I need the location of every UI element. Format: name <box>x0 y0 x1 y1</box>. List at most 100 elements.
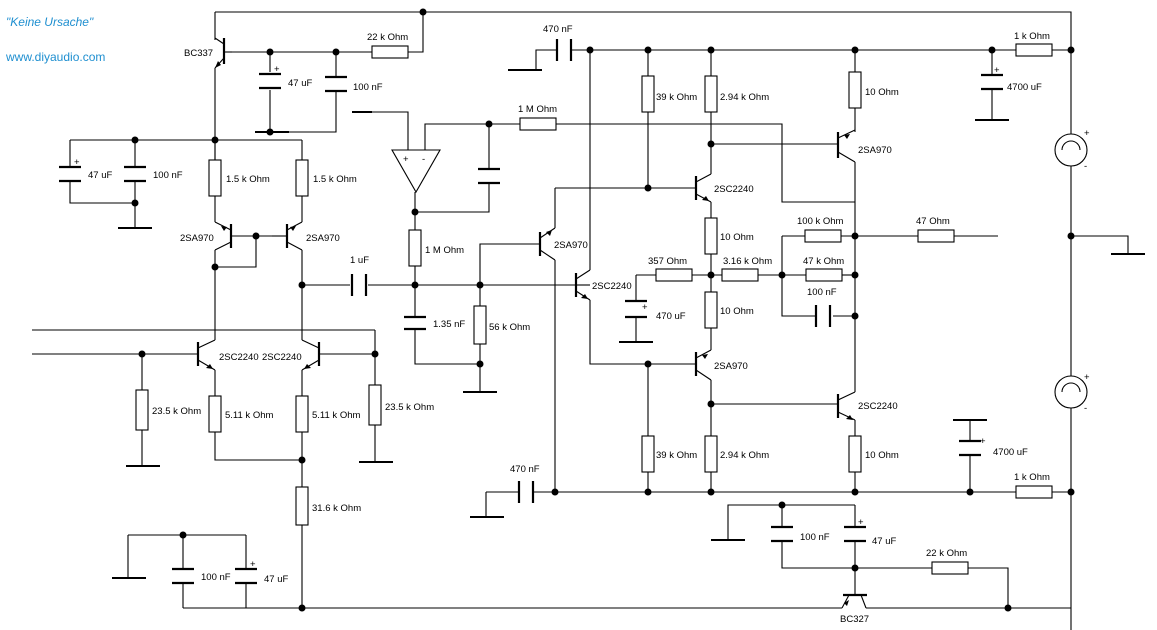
resistor-22k-top <box>371 45 409 59</box>
label-c-470nf-top: 470 nF <box>543 24 573 35</box>
resistor-5k11-b <box>295 395 309 433</box>
label-r-2k94-top: 2.94 k Ohm <box>720 92 769 103</box>
svg-text:+: + <box>980 436 986 447</box>
label-2sc2240-out: 2SC2240 <box>858 401 898 412</box>
label-2sc2240-a: 2SC2240 <box>219 352 259 363</box>
cap-4700-bot <box>959 439 981 457</box>
transistor-2sc2240-b <box>301 339 321 371</box>
label-c-100nf-fb: 100 nF <box>807 287 837 298</box>
label-r-1k-top: 1 k Ohm <box>1014 31 1050 42</box>
label-2sc2240-c: 2SC2240 <box>592 281 632 292</box>
resistor-39k-bot <box>641 435 655 473</box>
label-2sa970-d: 2SA970 <box>714 361 748 372</box>
resistor-10-b <box>704 291 718 329</box>
transistor-2sc2240-out <box>836 391 856 421</box>
cap-47uf-left <box>59 165 81 183</box>
cap-4700-top <box>981 73 1003 91</box>
transistor-2sa970-b <box>272 221 303 251</box>
label-c-470nf-bot: 470 nF <box>510 464 540 475</box>
resistor-1m-v <box>408 229 422 267</box>
resistor-3k16 <box>721 268 759 282</box>
cap-47uf-top <box>259 72 281 90</box>
label-r-1k-bot: 1 k Ohm <box>1014 472 1050 483</box>
cap-1n35 <box>404 315 426 331</box>
label-r-10-b: 10 Ohm <box>720 306 754 317</box>
svg-text:-: - <box>1084 161 1087 172</box>
label-r-47k: 47 k Ohm <box>803 256 844 267</box>
opamp: + - <box>391 149 441 194</box>
cap-100nf-bl <box>172 567 194 585</box>
label-r-39k-top: 39 k Ohm <box>656 92 697 103</box>
output-symbols: + - + - <box>1054 128 1090 414</box>
cap-470nf-bot <box>517 481 535 503</box>
resistor-2k94-bot <box>704 435 718 473</box>
label-r-100k: 100 k Ohm <box>797 216 844 227</box>
resistor-56k <box>473 305 487 345</box>
cap-100nf-top <box>325 75 347 93</box>
label-r-47: 47 Ohm <box>916 216 950 227</box>
cap-470nf-top <box>555 39 573 61</box>
label-c-100nf-br: 100 nF <box>800 532 830 543</box>
label-r-10-a: 10 Ohm <box>720 232 754 243</box>
transistor-2sc2240-c <box>574 269 591 301</box>
label-r-39k-bot: 39 k Ohm <box>656 450 697 461</box>
svg-text:+: + <box>642 302 648 313</box>
label-c-4700-top: 4700 uF <box>1007 82 1042 93</box>
resistor-39k-top <box>641 75 655 113</box>
junction-dots <box>131 8 1075 612</box>
label-r-22k-top: 22 k Ohm <box>367 32 408 43</box>
label-bc327: BC327 <box>840 614 869 625</box>
label-r-2k94-bot: 2.94 k Ohm <box>720 450 769 461</box>
schematic-title: "Keine Ursache" <box>6 15 94 29</box>
ground-symbols <box>112 69 1145 579</box>
resistor-22k-bot <box>931 561 969 575</box>
svg-text:+: + <box>1084 128 1090 139</box>
svg-text:-: - <box>1084 403 1087 414</box>
cap-47uf-bl <box>235 567 257 585</box>
transistor-2sa970-c <box>538 227 556 261</box>
resistor-31k6 <box>295 486 309 526</box>
resistor-1k-top <box>1015 43 1053 57</box>
cap-100nf-fb <box>814 305 832 327</box>
label-c-47uf-bl: 47 uF <box>264 574 288 585</box>
resistor-1k5-b <box>295 159 309 197</box>
label-2sc2240-b: 2SC2240 <box>262 352 302 363</box>
label-r-1m-fb: 1 M Ohm <box>518 104 557 115</box>
label-r-22k-bot: 22 k Ohm <box>926 548 967 559</box>
label-r-357: 357 Ohm <box>648 256 687 267</box>
label-2sc2240-d: 2SC2240 <box>714 184 754 195</box>
label-2sa970-b: 2SA970 <box>306 233 340 244</box>
resistor-10-a <box>704 217 718 255</box>
label-r-1k5-b: 1.5 k Ohm <box>313 174 357 185</box>
wires <box>32 11 1129 630</box>
resistor-47k <box>805 268 843 282</box>
resistor-2k94-top <box>704 75 718 113</box>
label-r-23k5-a: 23.5 k Ohm <box>152 406 201 417</box>
label-c-47uf-left: 47 uF <box>88 170 112 181</box>
cap-100nf-left <box>124 165 146 183</box>
resistor-47 <box>917 229 955 243</box>
label-r-10-top: 10 Ohm <box>865 87 899 98</box>
resistor-10-bot <box>848 435 862 473</box>
label-2sa970-c: 2SA970 <box>554 240 588 251</box>
resistor-1m-fb <box>519 117 557 131</box>
label-r-23k5-b: 23.5 k Ohm <box>385 402 434 413</box>
label-c-100nf-top: 100 nF <box>353 82 383 93</box>
label-2sa970-out: 2SA970 <box>858 145 892 156</box>
cap-100nf-br <box>771 525 793 543</box>
resistor-1k-bot <box>1015 485 1053 499</box>
component-labels: BC337 22 k Ohm 47 uF 100 nF 47 uF 100 nF… <box>88 24 1050 625</box>
label-c-100nf-left: 100 nF <box>153 170 183 181</box>
label-2sa970-a: 2SA970 <box>180 233 214 244</box>
label-c-470uf: 470 uF <box>656 311 686 322</box>
svg-text:+: + <box>74 157 80 168</box>
label-r-3k16: 3.16 k Ohm <box>723 256 772 267</box>
resistor-10-top <box>848 71 862 109</box>
resistor-23k5-b <box>368 384 382 426</box>
svg-text:+: + <box>1084 372 1090 383</box>
svg-text:+: + <box>858 517 864 528</box>
resistor-100k <box>804 229 842 243</box>
cap-opamp-fb <box>478 167 500 185</box>
speaker-top <box>1054 133 1088 167</box>
transistor-2sc2240-d <box>694 173 712 203</box>
